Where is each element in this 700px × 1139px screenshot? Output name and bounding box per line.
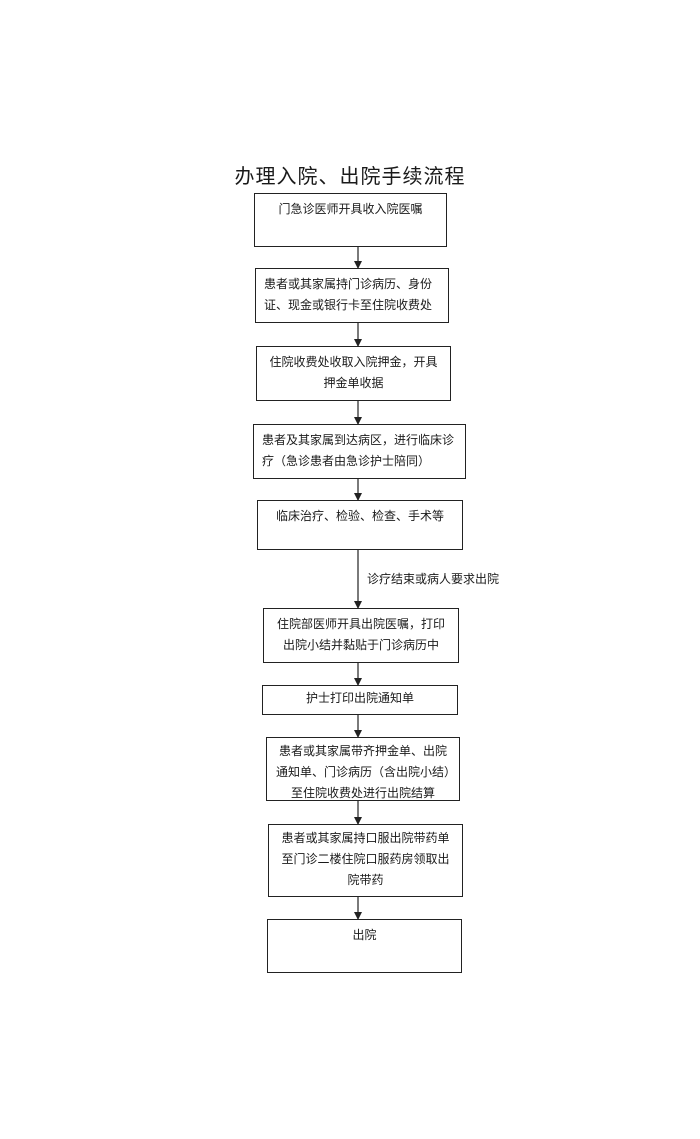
step-box-6: 住院部医师开具出院医嘱，打印出院小结并黏贴于门诊病历中	[263, 608, 459, 663]
step-box-7: 护士打印出院通知单	[262, 685, 458, 715]
step-box-9: 患者或其家属持口服出院带药单至门诊二楼住院口服药房领取出院带药	[268, 824, 463, 897]
step-text: 患者或其家属带齐押金单、出院通知单、门诊病历（含出院小结）至住院收费处进行出院结…	[275, 744, 450, 800]
step-text: 护士打印出院通知单	[305, 691, 414, 705]
step-text: 临床治疗、检验、检查、手术等	[275, 509, 444, 523]
step-text: 住院收费处收取入院押金，开具押金单收据	[269, 355, 438, 390]
step-box-10: 出院	[267, 919, 462, 973]
page-title: 办理入院、出院手续流程	[234, 164, 466, 188]
step-box-5: 临床治疗、检验、检查、手术等	[257, 500, 463, 550]
step-text: 住院部医师开具出院医嘱，打印出院小结并黏贴于门诊病历中	[276, 617, 445, 652]
step-box-3: 住院收费处收取入院押金，开具押金单收据	[256, 346, 451, 401]
step-text: 患者或其家属持口服出院带药单至门诊二楼住院口服药房领取出院带药	[281, 831, 450, 887]
edge-label: 诊疗结束或病人要求出院	[367, 572, 500, 586]
step-box-4: 患者及其家属到达病区，进行临床诊疗（急诊患者由急诊护士陪同）	[253, 424, 466, 479]
step-box-8: 患者或其家属带齐押金单、出院通知单、门诊病历（含出院小结）至住院收费处进行出院结…	[266, 737, 460, 801]
step-box-1: 门急诊医师开具收入院医嘱	[254, 193, 447, 247]
step-text: 门急诊医师开具收入院医嘱	[278, 202, 423, 216]
step-text: 患者及其家属到达病区，进行临床诊疗（急诊患者由急诊护士陪同）	[262, 433, 455, 468]
step-box-2: 患者或其家属持门诊病历、身份证、现金或银行卡至住院收费处	[255, 268, 449, 323]
step-text: 出院	[352, 928, 377, 942]
step-text: 患者或其家属持门诊病历、身份证、现金或银行卡至住院收费处	[264, 277, 433, 312]
